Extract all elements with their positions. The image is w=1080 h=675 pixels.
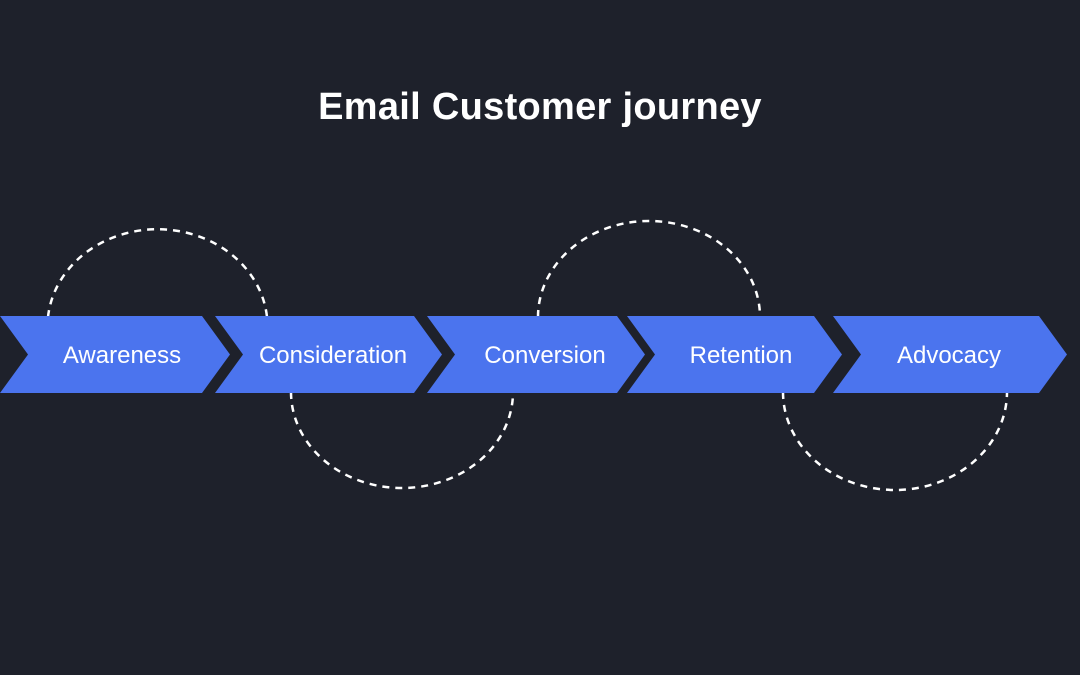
chevron-shape <box>0 316 230 393</box>
stage-conversion: Conversion <box>427 316 645 393</box>
wave-arc-top-1 <box>46 227 269 318</box>
chevron-shape <box>427 316 645 393</box>
chevron-shape <box>627 316 842 393</box>
stage-consideration: Consideration <box>215 316 442 393</box>
wave-arc-top-2 <box>536 219 762 318</box>
chevron-shape <box>215 316 442 393</box>
journey-wave <box>46 219 1009 492</box>
stage-label: Consideration <box>259 342 407 369</box>
stage-label: Advocacy <box>897 342 1001 369</box>
chevron-shape <box>833 316 1067 393</box>
stage-label: Awareness <box>63 342 181 369</box>
stage-awareness: Awareness <box>0 316 230 393</box>
wave-arc-bottom-2 <box>781 391 1009 492</box>
stage-label: Conversion <box>484 342 605 369</box>
stage-advocacy: Advocacy <box>833 316 1067 393</box>
wave-arc-bottom-1 <box>289 391 515 490</box>
stage-retention: Retention <box>627 316 842 393</box>
stage-label: Retention <box>690 342 793 369</box>
page-title: Email Customer journey <box>318 86 762 128</box>
